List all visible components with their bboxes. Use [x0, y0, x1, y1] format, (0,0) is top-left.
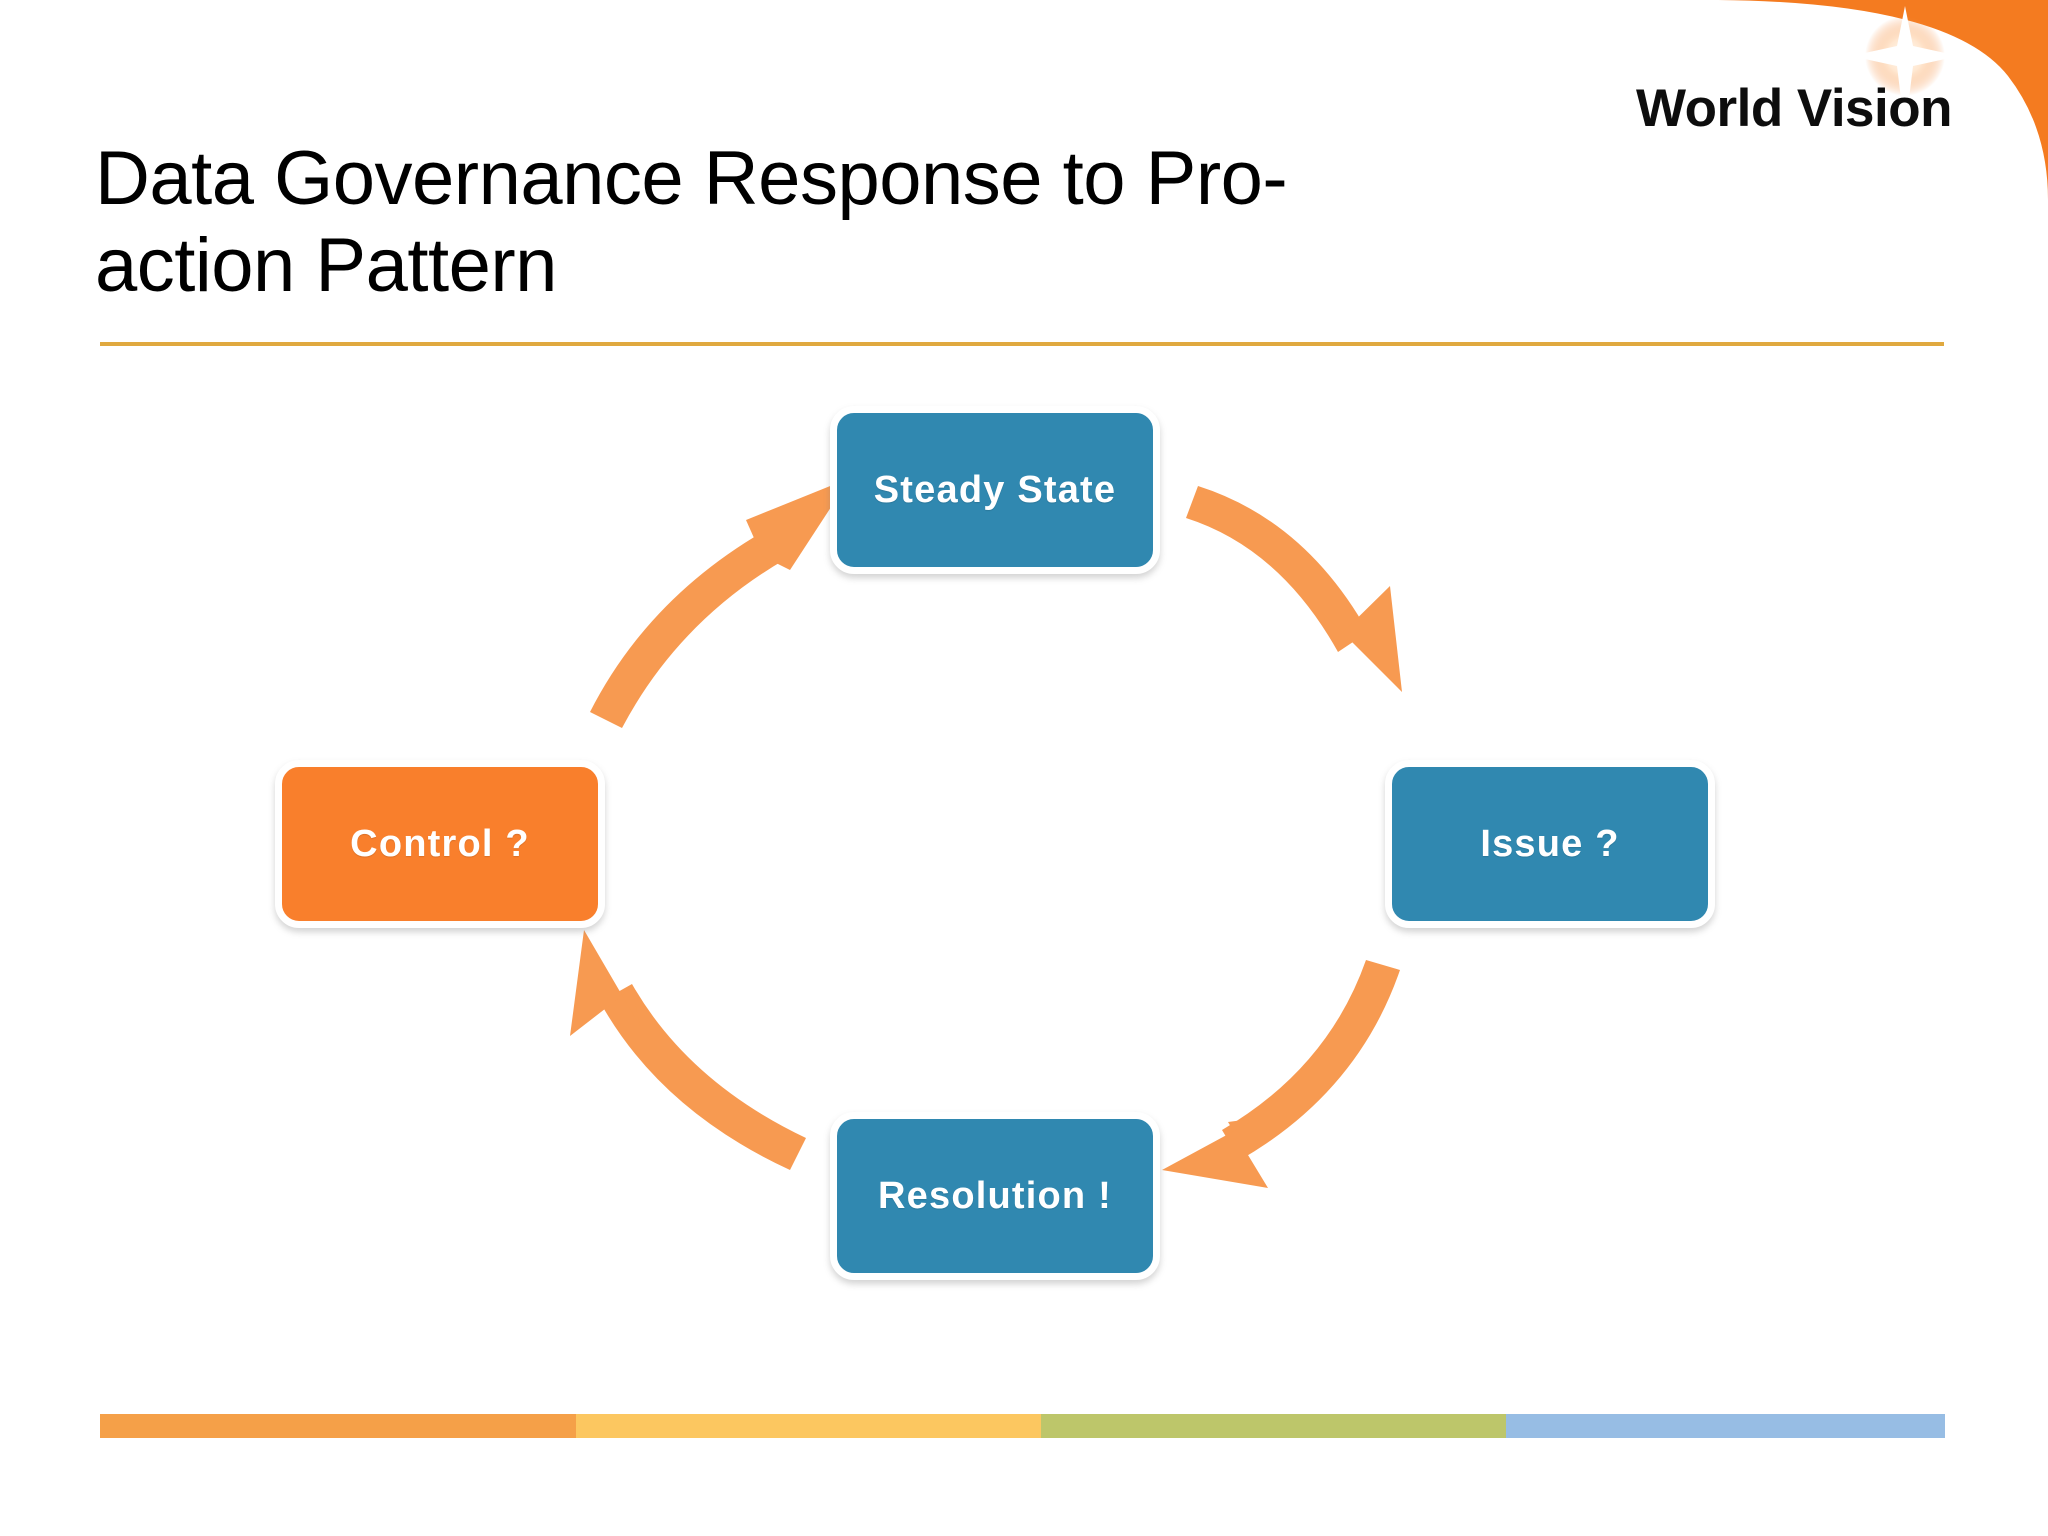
- arrow-group: [570, 478, 1402, 1188]
- cycle-node-resolution[interactable]: Resolution !: [830, 1112, 1160, 1280]
- cycle-node-control[interactable]: Control ?: [275, 760, 605, 928]
- process-cycle-diagram: Steady State Issue ? Resolution ! Contro…: [100, 370, 1944, 1380]
- footer-segment-4: [1505, 1414, 1945, 1438]
- footer-segment-2: [576, 1414, 1041, 1438]
- page-title: Data Governance Response to Pro- action …: [95, 136, 1525, 309]
- cycle-arrows-layer: [570, 478, 1402, 1188]
- curved-arrow-issue-to-resolution: [1162, 960, 1400, 1188]
- page-title-line-1: Data Governance Response to Pro-: [95, 135, 1288, 221]
- cycle-node-label: Steady State: [873, 468, 1117, 511]
- title-divider-rule: [100, 342, 1944, 346]
- footer-segment-1: [100, 1414, 576, 1438]
- curved-arrow-steady-to-issue: [1186, 486, 1402, 692]
- page-title-line-2: action Pattern: [95, 222, 557, 308]
- footer-segment-3: [1040, 1414, 1506, 1438]
- footer-color-bar: [100, 1414, 1945, 1438]
- curved-arrow-resolution-to-control: [570, 930, 806, 1170]
- cycle-node-issue[interactable]: Issue ?: [1385, 760, 1715, 928]
- cycle-node-label: Control ?: [350, 822, 530, 865]
- cycle-node-label: Issue ?: [1480, 822, 1620, 865]
- cycle-node-label: Resolution !: [878, 1174, 1112, 1217]
- world-vision-logo-wordmark: World Vision: [1636, 79, 1952, 138]
- curved-arrow-control-to-steady: [590, 478, 850, 728]
- cycle-node-steady-state[interactable]: Steady State: [830, 406, 1160, 574]
